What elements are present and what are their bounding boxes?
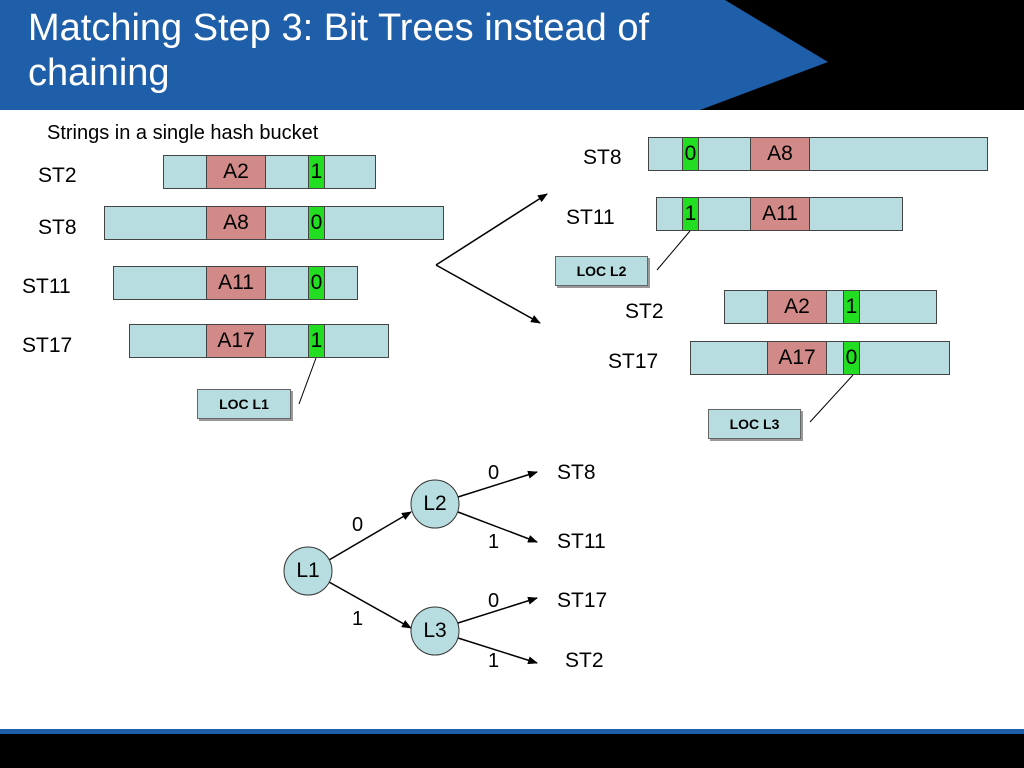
edge-label-l1-l3: 1 bbox=[352, 608, 364, 630]
bucket-row-bit: 1 bbox=[308, 324, 325, 358]
loc-l2-box: LOC L2 bbox=[555, 256, 648, 286]
group-l3-row-bar bbox=[724, 290, 937, 324]
node-l2: L2 bbox=[423, 492, 447, 515]
node-l3-circle bbox=[410, 606, 460, 656]
loc-l3-box: LOC L3 bbox=[708, 409, 801, 439]
bucket-row-label: ST8 bbox=[38, 216, 77, 239]
group-l3-row-bit: 0 bbox=[843, 341, 860, 375]
bucket-row-address: A17 bbox=[206, 324, 266, 358]
bucket-row-address: A2 bbox=[206, 155, 266, 189]
footer-accent-line bbox=[0, 729, 1024, 734]
bucket-caption: Strings in a single hash bucket bbox=[47, 122, 319, 144]
bucket-row-bit: 1 bbox=[308, 155, 325, 189]
node-l1-circle bbox=[283, 546, 333, 596]
bucket-row-bar bbox=[163, 155, 376, 189]
group-l2-row-label: ST8 bbox=[583, 146, 622, 169]
group-l3-row-bit: 1 bbox=[843, 290, 860, 324]
bucket-row-label: ST2 bbox=[38, 164, 77, 187]
node-l3: L3 bbox=[423, 619, 447, 642]
leaf-st17: ST17 bbox=[557, 589, 608, 612]
leaf-st8: ST8 bbox=[557, 461, 596, 484]
group-l2-row-label: ST11 bbox=[566, 206, 615, 229]
loc-pointer-lines bbox=[298, 230, 854, 423]
tree-nodes bbox=[283, 479, 460, 656]
tree-edges bbox=[328, 470, 538, 665]
bucket-row-label: ST11 bbox=[22, 275, 71, 298]
edge-label-l2-st11: 1 bbox=[488, 531, 500, 553]
loc-l1-box: LOC L1 bbox=[197, 389, 291, 419]
footer-bar bbox=[0, 734, 1024, 768]
bucket-row-bit: 0 bbox=[308, 266, 325, 300]
group-l2-row-bit: 0 bbox=[682, 137, 699, 171]
group-l2-row-address: A11 bbox=[750, 197, 810, 231]
group-l3-row-label: ST17 bbox=[608, 350, 659, 373]
group-l3-row-label: ST2 bbox=[625, 300, 664, 323]
edge-label-l3-st2: 1 bbox=[488, 650, 500, 672]
node-l2-circle bbox=[410, 479, 460, 529]
bucket-row-address: A11 bbox=[206, 266, 266, 300]
group-l3-row-address: A2 bbox=[767, 290, 827, 324]
slide-title: Matching Step 3: Bit Trees instead of ch… bbox=[28, 7, 650, 94]
group-l2-row-bit: 1 bbox=[682, 197, 699, 231]
bucket-row-address: A8 bbox=[206, 206, 266, 240]
edge-label-l3-st17: 0 bbox=[488, 590, 500, 612]
node-l1: L1 bbox=[296, 559, 320, 582]
leaf-st11: ST11 bbox=[557, 530, 606, 553]
bucket-row-label: ST17 bbox=[22, 334, 73, 357]
group-l2-row-bar bbox=[648, 137, 988, 171]
leaf-st2: ST2 bbox=[565, 649, 604, 672]
edge-label-l2-st8: 0 bbox=[488, 462, 500, 484]
title-banner bbox=[0, 0, 828, 110]
group-l3-row-address: A17 bbox=[767, 341, 827, 375]
bucket-row-bar bbox=[104, 206, 444, 240]
edge-label-l1-l2: 0 bbox=[352, 514, 364, 536]
bucket-row-bit: 0 bbox=[308, 206, 325, 240]
split-arrows bbox=[435, 193, 548, 324]
group-l2-row-address: A8 bbox=[750, 137, 810, 171]
